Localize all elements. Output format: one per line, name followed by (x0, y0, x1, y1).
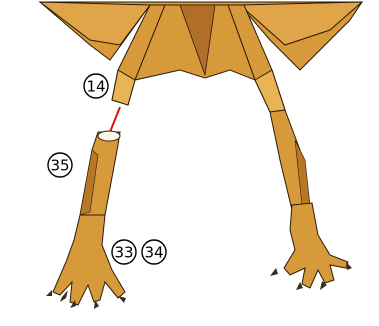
left-foot (46, 215, 126, 309)
connector-line (110, 107, 120, 132)
left-lower-leg (80, 131, 120, 215)
right-lower-leg (270, 110, 310, 210)
label-35: 35 (48, 153, 72, 177)
label-14-text: 14 (86, 78, 105, 96)
label-14: 14 (84, 74, 108, 98)
label-33-text: 33 (114, 244, 133, 262)
label-33: 33 (112, 240, 136, 264)
label-35-text: 35 (50, 157, 69, 175)
label-34-text: 34 (144, 244, 163, 262)
right-foot (270, 203, 352, 290)
label-34: 34 (142, 240, 166, 264)
